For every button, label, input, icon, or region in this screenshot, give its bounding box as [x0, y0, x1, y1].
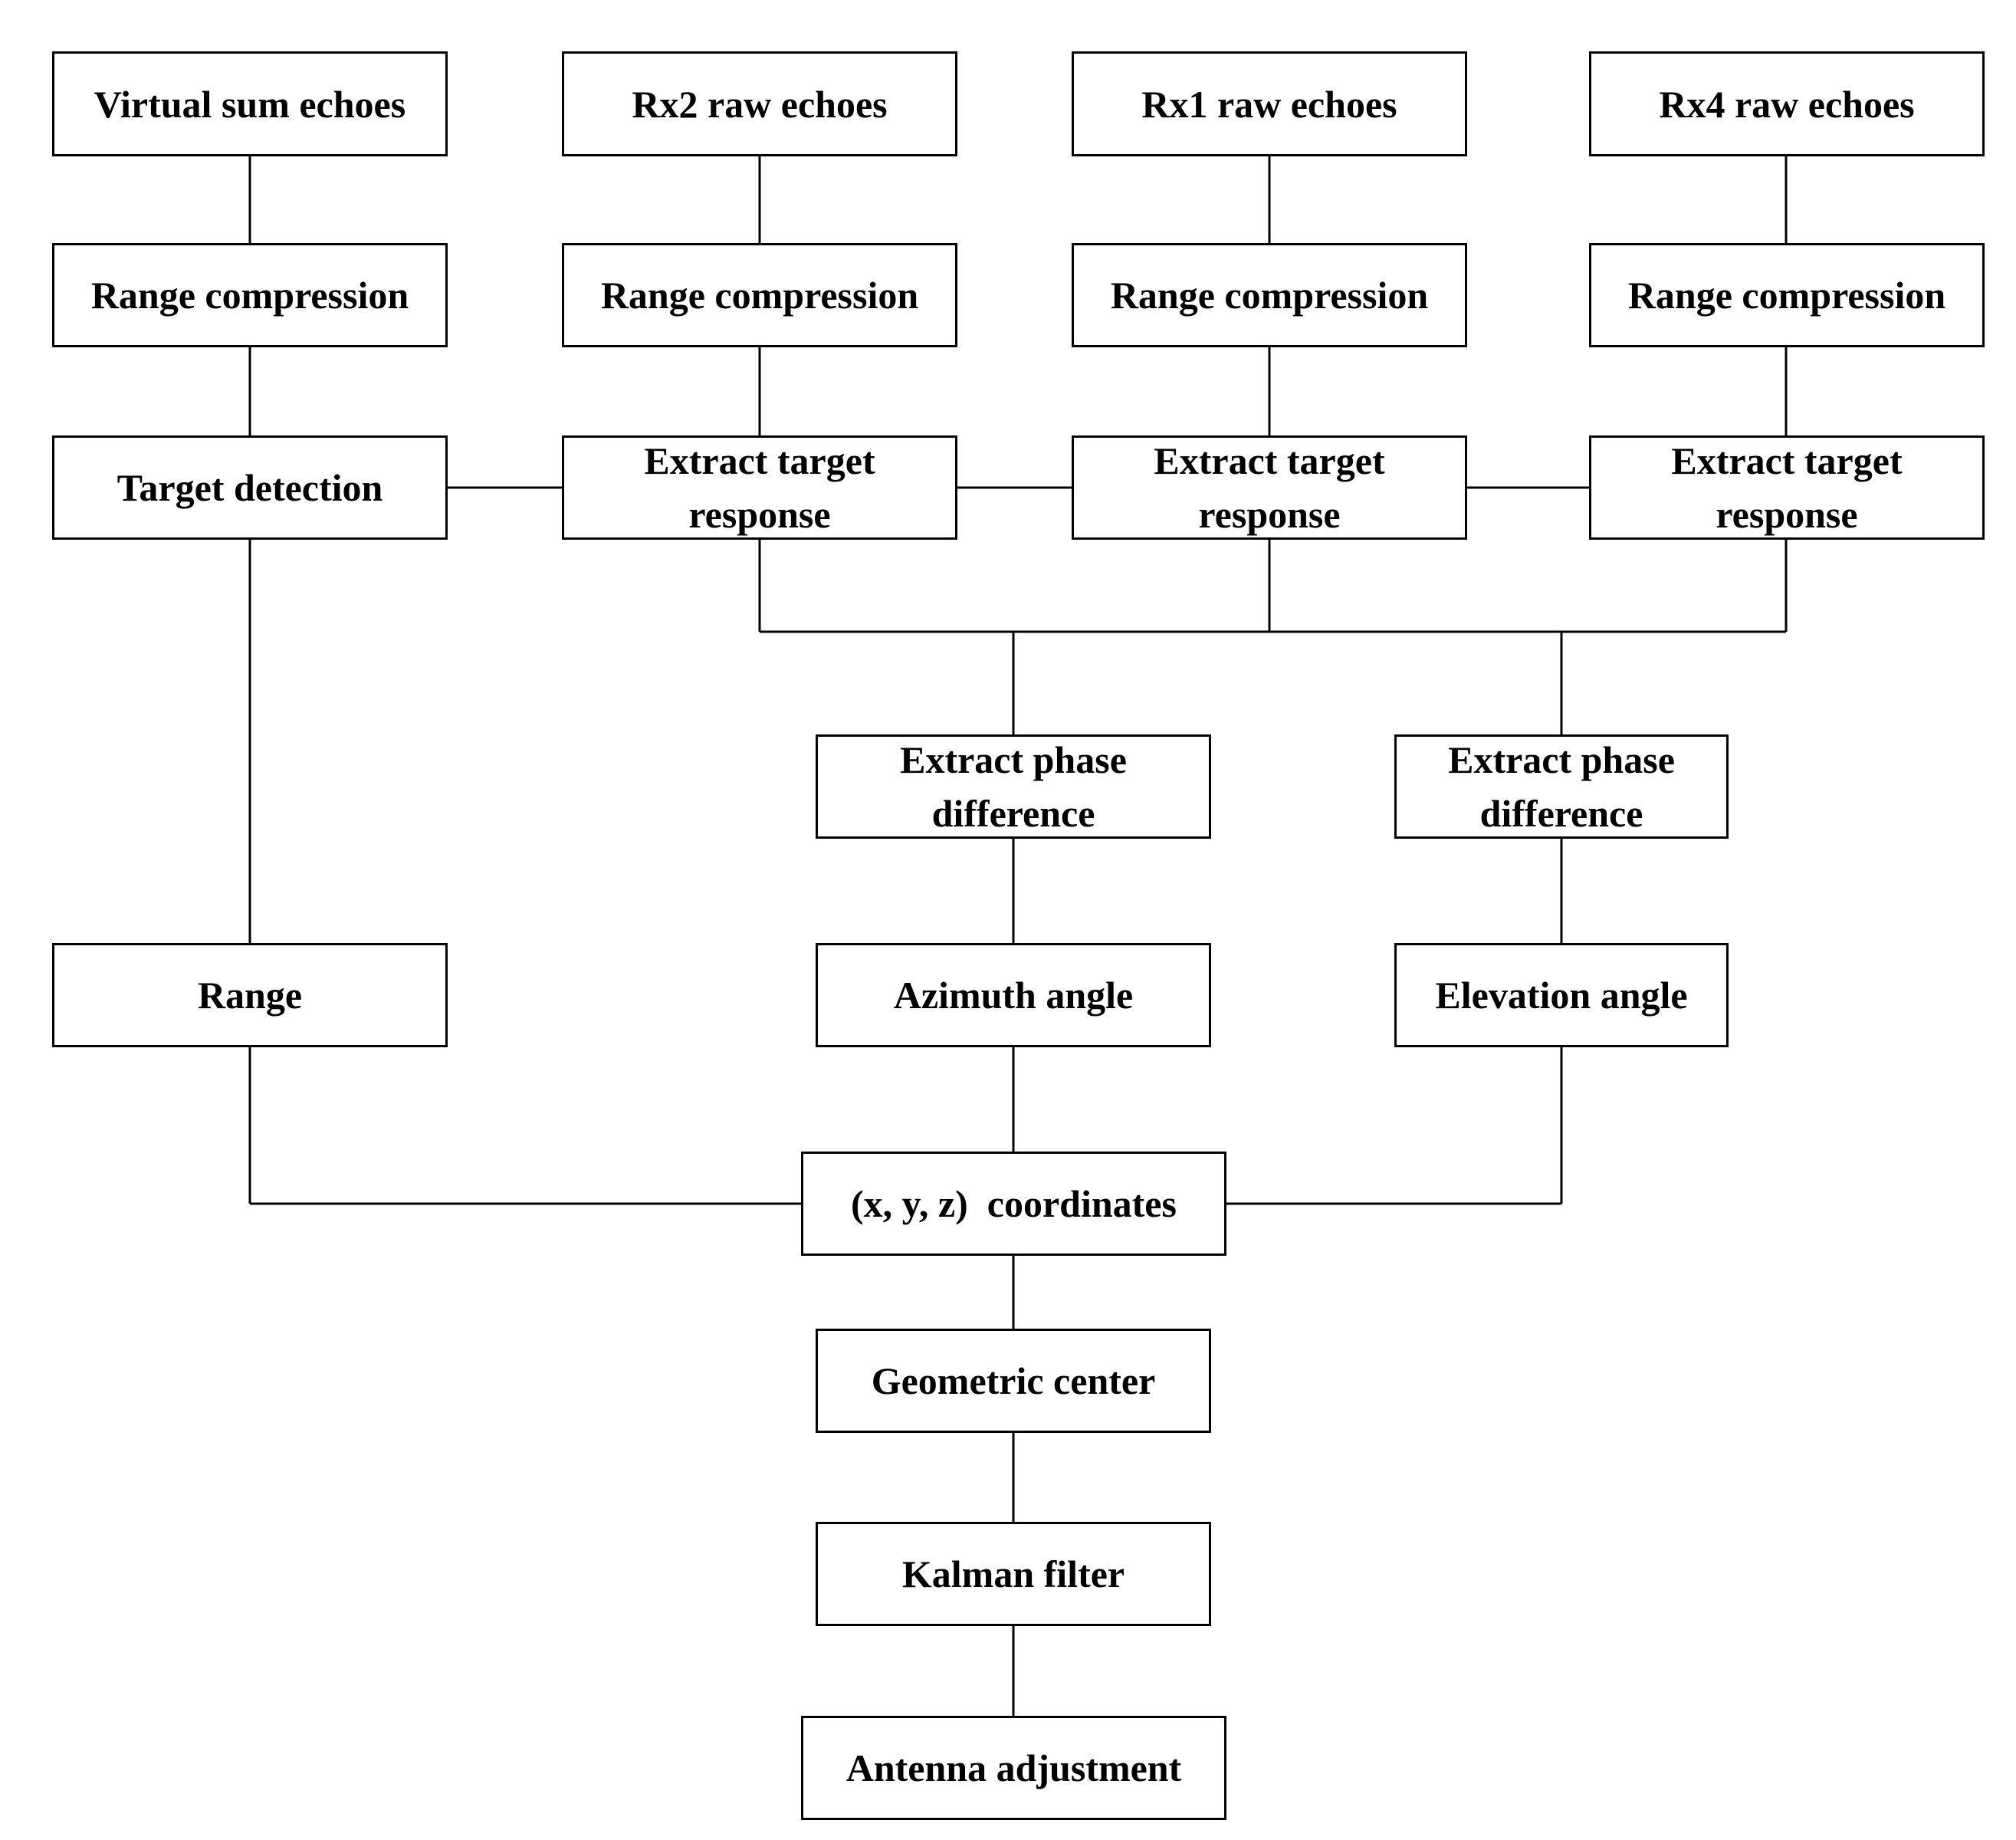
range-label: Range	[197, 974, 303, 1017]
range-compression-label: Range compression	[1627, 274, 1946, 317]
extract-target-response-label: Extract target response	[644, 439, 875, 536]
extract-target-response-rx4-box: Extract target response	[1589, 435, 1985, 540]
kalman-filter-label: Kalman filter	[901, 1552, 1125, 1595]
rx4-raw-echoes-label: Rx4 raw echoes	[1659, 82, 1915, 126]
range-compression-box-1: Range compression	[52, 243, 448, 347]
extract-phase-difference-azimuth-box: Extract phase difference	[816, 734, 1211, 839]
range-compression-box-4: Range compression	[1589, 243, 1985, 347]
extract-target-response-rx2-box: Extract target response	[562, 435, 957, 540]
rx2-raw-echoes-box: Rx2 raw echoes	[562, 51, 957, 156]
range-compression-label: Range compression	[1110, 274, 1429, 317]
range-compression-box-3: Range compression	[1072, 243, 1467, 347]
rx1-raw-echoes-box: Rx1 raw echoes	[1072, 51, 1467, 156]
azimuth-angle-label: Azimuth angle	[893, 974, 1134, 1017]
range-compression-label: Range compression	[600, 274, 919, 317]
range-box: Range	[52, 943, 448, 1047]
extract-phase-difference-label: Extract phase difference	[900, 738, 1127, 835]
virtual-sum-echoes-label: Virtual sum echoes	[94, 82, 406, 126]
geometric-center-label: Geometric center	[871, 1359, 1156, 1402]
rx1-raw-echoes-label: Rx1 raw echoes	[1141, 82, 1397, 126]
extract-target-response-rx1-box: Extract target response	[1072, 435, 1467, 540]
extract-target-response-label: Extract target response	[1154, 439, 1385, 536]
extract-phase-difference-label: Extract phase difference	[1448, 738, 1675, 835]
coordinates-box: (x, y, z) coordinates	[801, 1152, 1226, 1256]
azimuth-angle-box: Azimuth angle	[816, 943, 1211, 1047]
target-detection-box: Target detection	[52, 435, 448, 540]
elevation-angle-label: Elevation angle	[1435, 974, 1688, 1017]
range-compression-label: Range compression	[90, 274, 409, 317]
geometric-center-box: Geometric center	[816, 1329, 1211, 1433]
target-detection-label: Target detection	[117, 466, 383, 509]
virtual-sum-echoes-box: Virtual sum echoes	[52, 51, 448, 156]
range-compression-box-2: Range compression	[562, 243, 957, 347]
coordinates-label: (x, y, z) coordinates	[851, 1182, 1177, 1225]
extract-phase-difference-elevation-box: Extract phase difference	[1394, 734, 1729, 839]
extract-target-response-label: Extract target response	[1671, 439, 1903, 536]
antenna-adjustment-label: Antenna adjustment	[845, 1746, 1182, 1789]
antenna-adjustment-box: Antenna adjustment	[801, 1716, 1226, 1820]
elevation-angle-box: Elevation angle	[1394, 943, 1729, 1047]
kalman-filter-box: Kalman filter	[816, 1522, 1211, 1626]
rx4-raw-echoes-box: Rx4 raw echoes	[1589, 51, 1985, 156]
rx2-raw-echoes-label: Rx2 raw echoes	[632, 82, 888, 126]
